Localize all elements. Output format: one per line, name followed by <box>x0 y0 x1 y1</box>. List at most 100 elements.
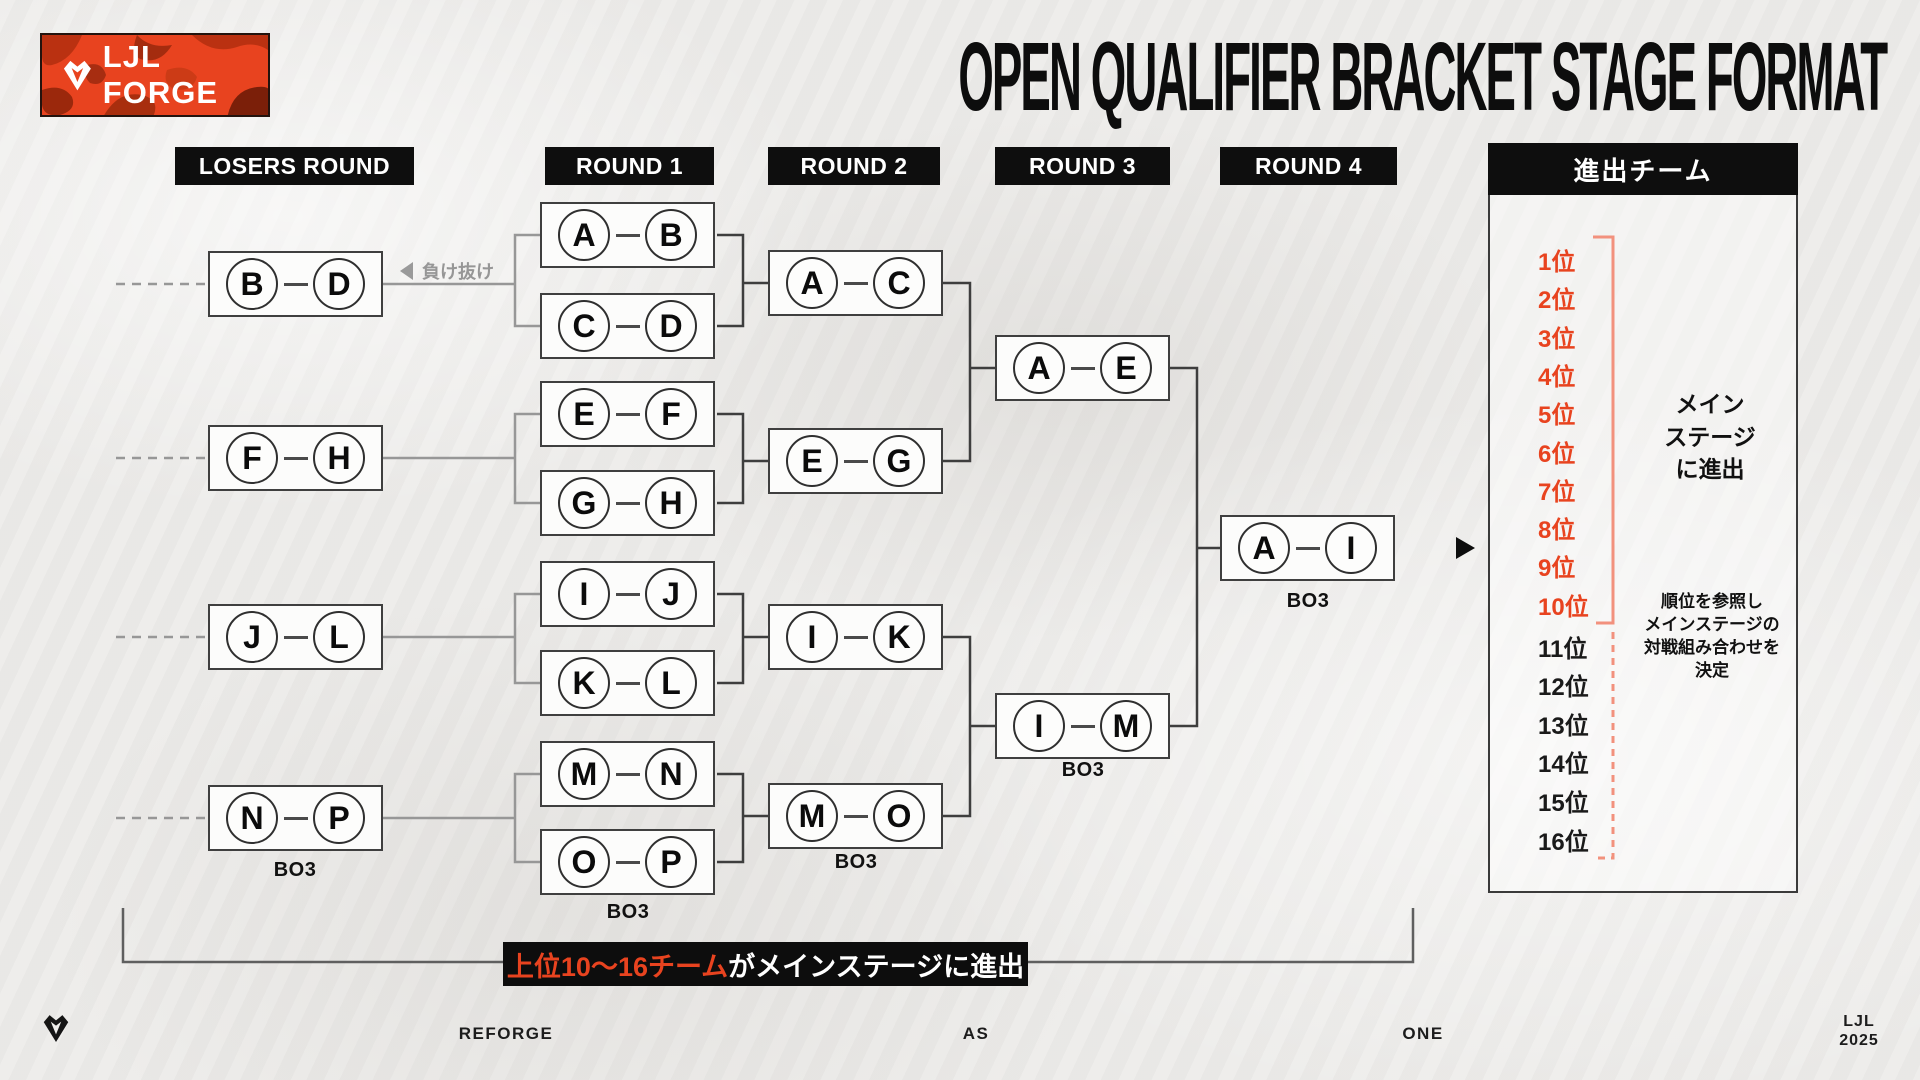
rank-16: 16位 <box>1538 828 1589 856</box>
bo3-label-round2: BO3 <box>834 851 878 873</box>
team-circle-h: H <box>313 432 365 484</box>
footer-one: ONE <box>1402 1024 1444 1043</box>
team-circle-a: A <box>1238 522 1290 574</box>
vs-dash <box>283 816 308 820</box>
team-circle-b: B <box>226 258 278 310</box>
main-stage-note: メイン ステージ に進出 <box>1635 388 1785 486</box>
rank-1: 1位 <box>1538 249 1576 276</box>
team-circle-i: I <box>786 611 838 663</box>
column-header-round-2: ROUND 2 <box>768 147 940 185</box>
ljl-mark-icon <box>63 60 91 91</box>
vs-dash <box>843 281 868 285</box>
banner-highlight-text: 上位10〜16チーム <box>506 951 729 982</box>
footer-year-line: 2025 <box>1839 1032 1879 1049</box>
ljl-forge-logo: LJL FORGE <box>40 33 270 117</box>
bo3-label-round4: BO3 <box>1286 590 1330 612</box>
column-header-round-1: ROUND 1 <box>545 147 714 185</box>
team-circle-m: M <box>558 748 610 800</box>
pairing-note-line: 対戦組み合わせを <box>1644 638 1780 657</box>
team-circle-g: G <box>873 435 925 487</box>
team-circle-o: O <box>873 790 925 842</box>
team-circle-p: P <box>313 792 365 844</box>
team-circle-i: I <box>558 568 610 620</box>
team-circle-c: C <box>873 257 925 309</box>
banner-rest-text: がメインステージに進出 <box>728 951 1025 982</box>
team-circle-a: A <box>1013 342 1065 394</box>
column-header-round-4: ROUND 4 <box>1220 147 1397 185</box>
vs-dash <box>1070 366 1095 370</box>
bo3-label-losers: BO3 <box>273 859 317 881</box>
r1-r2-connector <box>717 772 768 864</box>
vs-dash <box>615 501 640 505</box>
team-circle-e: E <box>1100 342 1152 394</box>
bottom-banner: 上位10〜16チーム がメインステージに進出 <box>503 942 1028 986</box>
main-stage-note-line: ステージ <box>1664 423 1756 450</box>
team-circle-m: M <box>1100 700 1152 752</box>
rank-5: 5位 <box>1538 402 1576 430</box>
team-circle-e: E <box>786 435 838 487</box>
footer-year-line: LJL <box>1843 1013 1875 1030</box>
team-circle-i: I <box>1325 522 1377 574</box>
rank-3: 3位 <box>1538 325 1576 353</box>
team-circle-j: J <box>226 611 278 663</box>
rank-10: 10位 <box>1538 593 1589 621</box>
vs-dash <box>1295 546 1320 550</box>
vs-dash <box>615 233 640 237</box>
footer-ljl-mark-icon <box>43 1015 69 1042</box>
team-circle-d: D <box>645 300 697 352</box>
rank-bracket-solid <box>1593 235 1615 625</box>
r1-r2-connector <box>717 233 768 328</box>
team-circle-d: D <box>313 258 365 310</box>
r3-r4-connector <box>1170 366 1220 728</box>
r2-r3-connector <box>943 635 995 818</box>
main-stage-note-line: に進出 <box>1675 456 1745 482</box>
advance-panel <box>1488 143 1798 893</box>
vs-dash <box>283 635 308 639</box>
pairing-note: 順位を参照し メインステージの 対戦組み合わせを 決定 <box>1618 590 1806 682</box>
team-circle-l: L <box>313 611 365 663</box>
logo-camo-background <box>42 35 268 115</box>
loser-drop-annotation: 負け抜け <box>400 258 494 284</box>
team-circle-f: F <box>226 432 278 484</box>
team-circle-g: G <box>558 477 610 529</box>
vs-dash <box>283 456 308 460</box>
footer-as: AS <box>962 1024 990 1043</box>
team-circle-i: I <box>1013 700 1065 752</box>
column-header-losers-round: LOSERS ROUND <box>175 147 414 185</box>
loser-feed-line <box>383 592 540 685</box>
rank-14: 14位 <box>1538 751 1589 779</box>
rank-13: 13位 <box>1538 712 1589 740</box>
rank-15: 15位 <box>1538 789 1589 817</box>
loser-feed-line <box>383 772 540 864</box>
team-circle-n: N <box>645 748 697 800</box>
page-title: OPEN QUALIFIER BRACKET STAGE FORMAT <box>958 22 1888 131</box>
team-circle-k: K <box>873 611 925 663</box>
vs-dash <box>615 681 640 685</box>
r2-r3-connector <box>943 281 995 463</box>
advance-arrow-icon <box>1456 537 1475 559</box>
rank-bracket-dashed <box>1592 632 1615 860</box>
logo-wordmark: LJL FORGE <box>102 39 219 110</box>
footer-reforge: REFORGE <box>458 1024 554 1043</box>
team-circle-b: B <box>645 209 697 261</box>
footer-year: LJL 2025 <box>1828 1012 1890 1050</box>
rank-4: 4位 <box>1538 363 1576 391</box>
vs-dash <box>615 860 640 864</box>
pairing-note-line: 決定 <box>1695 661 1729 680</box>
loser-drop-label: 負け抜け <box>422 262 494 282</box>
r1-r2-connector <box>717 592 768 685</box>
